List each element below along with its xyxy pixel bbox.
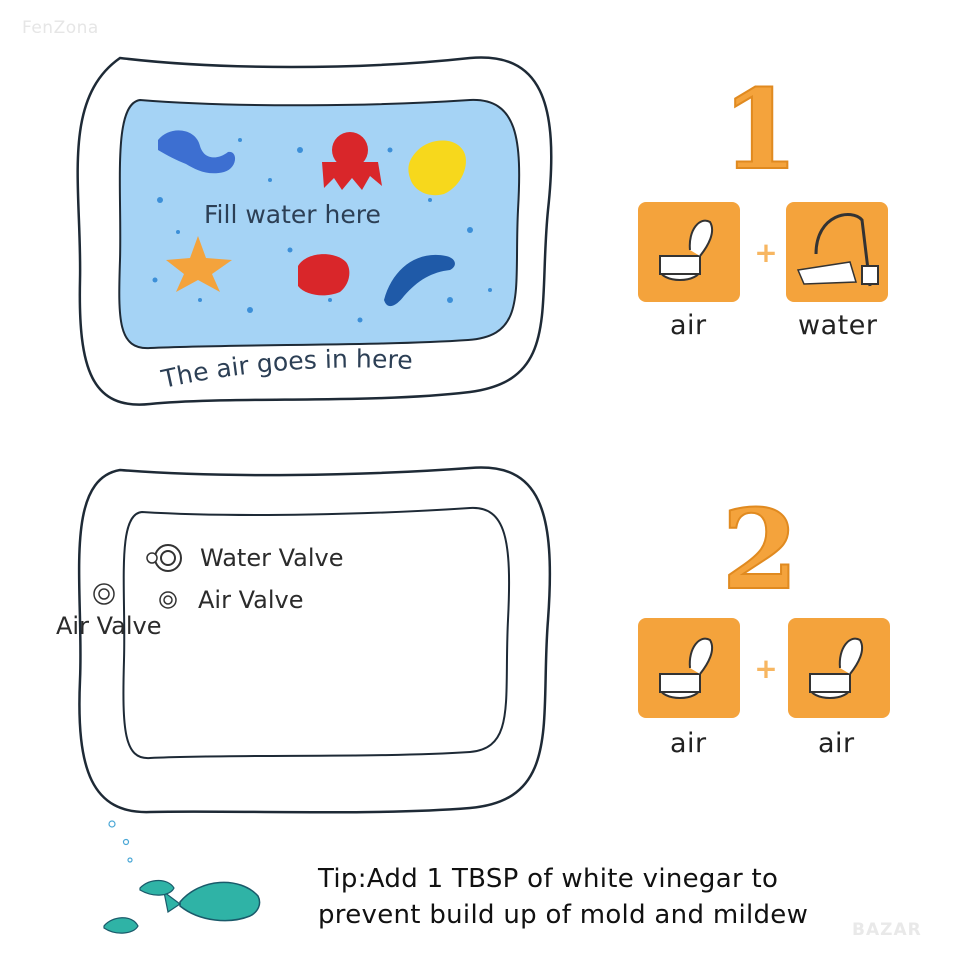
air-valve-inner-icon (159, 591, 177, 609)
step1-air-icon-box (638, 202, 740, 302)
step1-left-label: air (670, 310, 707, 341)
air-valve-outer-label: Air Valve (56, 612, 162, 640)
step2-plus: + (754, 652, 777, 685)
starfish-shape (166, 236, 232, 292)
tip-line-2: prevent build up of mold and mildew (318, 900, 809, 930)
fish-decoration (103, 820, 261, 934)
seahorse-shape (158, 130, 236, 174)
bubbles (152, 138, 492, 323)
tip-line-1: Tip:Add 1 TBSP of white vinegar to (318, 864, 779, 894)
mat-inner-outline-2 (122, 506, 511, 760)
step1-right-label: water (798, 310, 878, 341)
watermark: FenZona (22, 18, 99, 38)
step2-left-label: air (670, 728, 707, 759)
octopus-shape (322, 132, 382, 190)
step2-right-label: air (818, 728, 855, 759)
step2-air-icon-box-left (638, 618, 740, 718)
fish-shape (298, 254, 350, 296)
turtle-shape (408, 140, 466, 196)
air-valve-outer-icon (93, 583, 115, 605)
step1-plus: + (754, 236, 777, 269)
dolphin-shape (384, 254, 455, 307)
step1-mat (76, 56, 553, 406)
step2-mat (77, 466, 552, 814)
air-valve-inner-label: Air Valve (198, 586, 304, 614)
water-valve-label: Water Valve (200, 544, 344, 572)
step2-air-icon-box-right (788, 618, 890, 718)
step2-number-glyph: 2 (722, 485, 799, 614)
step1-number-glyph: 1 (722, 65, 799, 194)
step1-water-icon-box (786, 202, 888, 302)
mat-outer-outline-2 (77, 466, 552, 814)
bazar-watermark: BAZAR (852, 920, 922, 940)
water-valve-icon (146, 544, 182, 572)
fill-water-label: Fill water here (204, 200, 381, 229)
